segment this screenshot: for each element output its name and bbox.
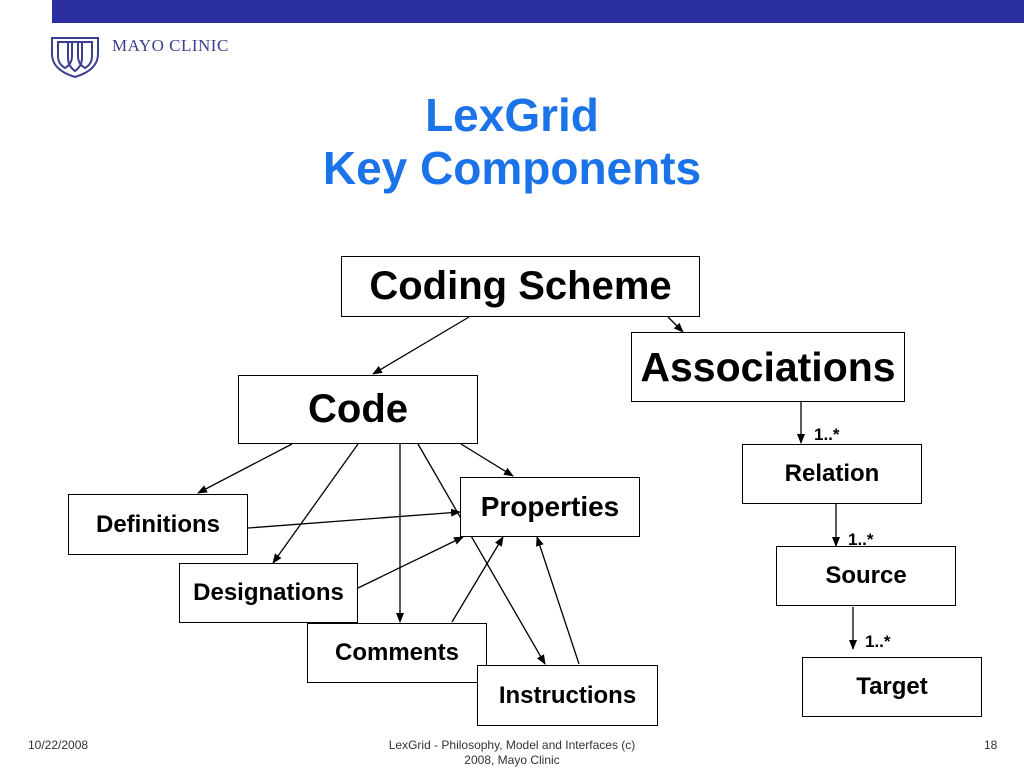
edge-code-designations [272, 443, 359, 564]
footer-page-number: 18 [984, 738, 998, 752]
multiplicity-source-target: 1..* [865, 632, 891, 651]
top-banner-bar [52, 0, 1024, 23]
edge-designations-properties [357, 536, 464, 589]
node-associations-label: Associations [640, 343, 896, 390]
node-associations: Associations [631, 332, 905, 402]
node-comments-label: Comments [334, 639, 460, 666]
node-designations: Designations [179, 563, 358, 623]
node-instructions: Instructions [477, 665, 658, 726]
node-code: Code [238, 375, 478, 444]
node-target: Target [802, 657, 982, 717]
edge-scheme-associations [667, 316, 684, 333]
node-coding-scheme-label: Coding Scheme [369, 264, 672, 308]
edge-code-properties [460, 443, 514, 477]
edge-code-instructions [417, 443, 546, 665]
node-target-label: Target [856, 673, 928, 700]
node-coding-scheme: Coding Scheme [341, 256, 700, 317]
node-instructions-label: Instructions [498, 681, 637, 709]
node-code-label: Code [308, 387, 408, 431]
node-designations-label: Designations [193, 579, 344, 606]
slide-title-line2: Key Components [322, 142, 702, 194]
edge-code-definitions [197, 443, 293, 494]
slide-title-line1: LexGrid [425, 89, 599, 141]
footer-caption: LexGrid - Philosophy, Model and Interfac… [330, 738, 694, 768]
multiplicity-relation-source: 1..* [848, 530, 874, 549]
edge-scheme-code [372, 316, 470, 375]
node-source: Source [776, 546, 956, 606]
footer-caption-line1: LexGrid - Philosophy, Model and Interfac… [388, 738, 636, 752]
node-properties-label: Properties [480, 491, 620, 522]
multiplicity-associations-relation: 1..* [814, 425, 840, 444]
node-definitions-label: Definitions [96, 510, 220, 538]
footer-date: 10/22/2008 [28, 738, 89, 752]
node-comments: Comments [307, 623, 487, 683]
node-source-label: Source [825, 562, 907, 589]
edge-definitions-properties [247, 508, 461, 529]
edge-instructions-properties [536, 536, 580, 665]
footer-caption-line2: 2008, Mayo Clinic [464, 753, 560, 767]
edge-comments-properties [451, 536, 504, 623]
node-definitions: Definitions [68, 494, 248, 555]
node-relation: Relation [742, 444, 922, 504]
mayo-clinic-shield-logo-icon [51, 37, 99, 78]
org-name: MAYO CLINIC [112, 36, 229, 55]
node-relation-label: Relation [784, 460, 880, 487]
node-properties: Properties [460, 477, 640, 537]
